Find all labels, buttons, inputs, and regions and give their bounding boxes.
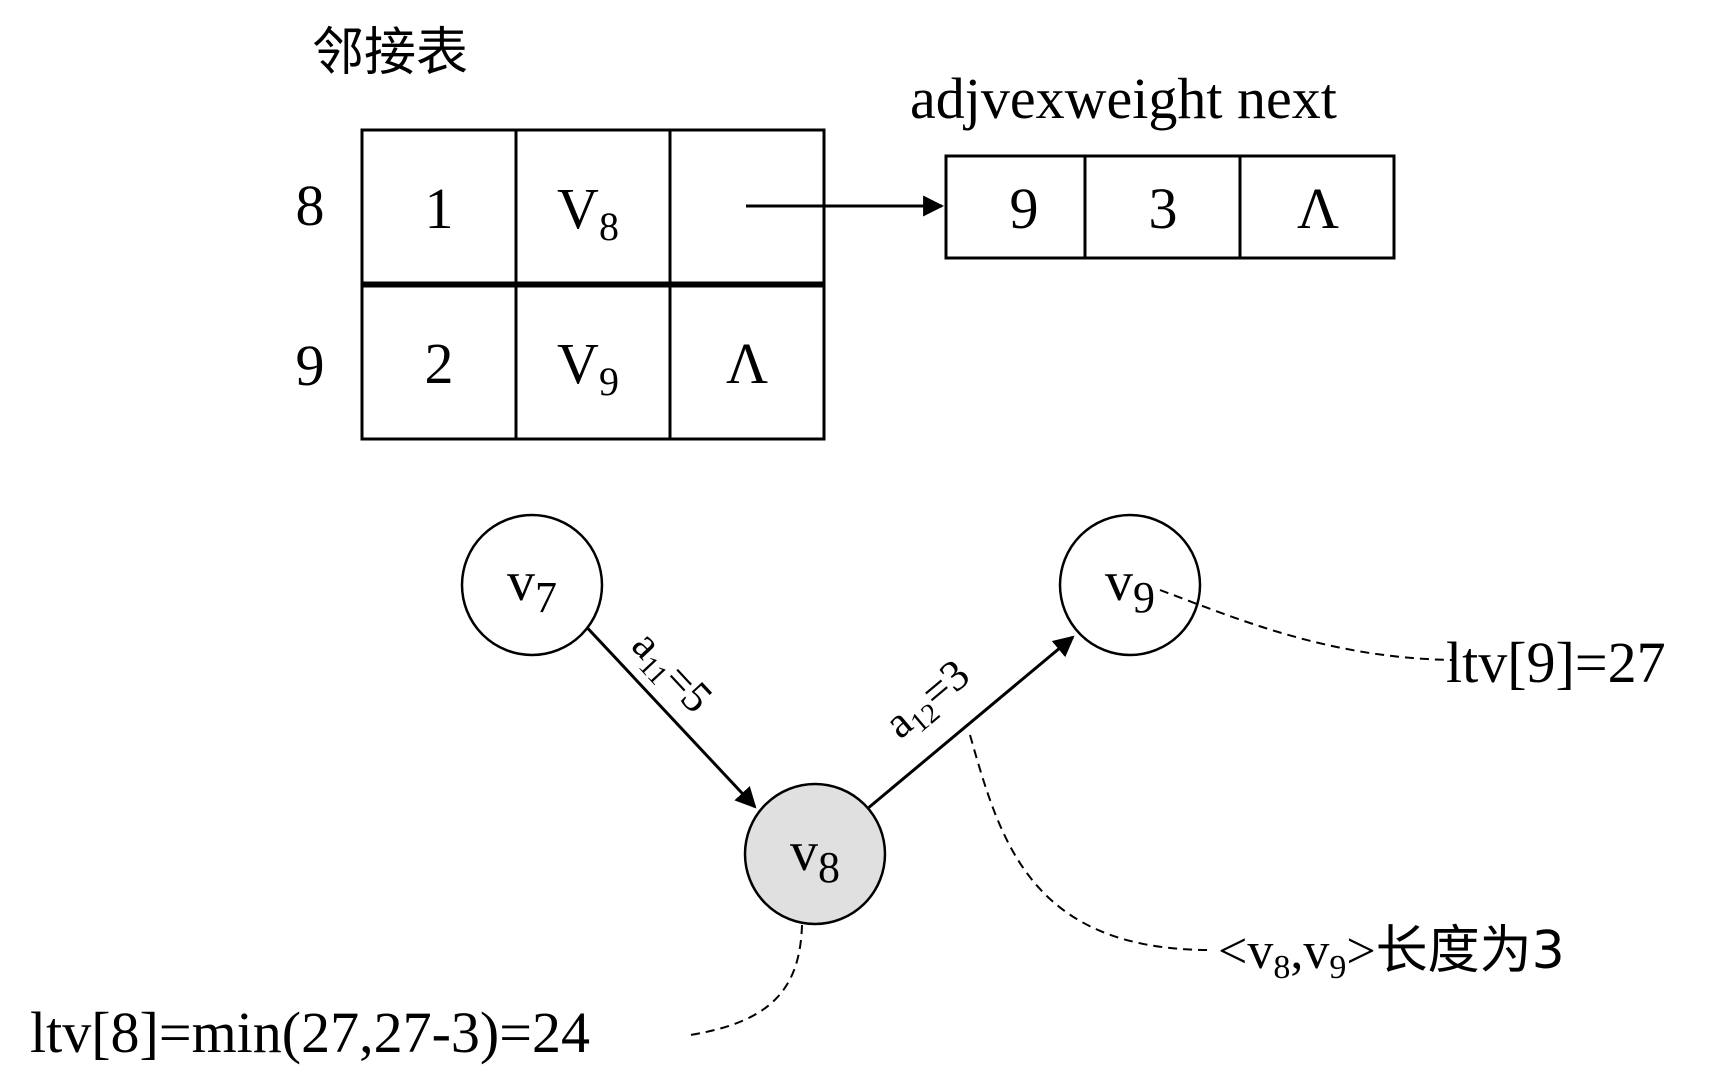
vertex-data-cell bbox=[514, 128, 672, 285]
node-label: v7 bbox=[507, 551, 557, 622]
edge-label-a12: a12=3 bbox=[875, 649, 982, 751]
edge-v8-v9 bbox=[866, 635, 1075, 811]
node-v9: v9 bbox=[1058, 513, 1202, 657]
leader-ltv8 bbox=[689, 924, 803, 1036]
vertex-label: V8 bbox=[557, 176, 619, 249]
vertex-row-index: 9 bbox=[296, 333, 325, 398]
edge-node: 9 3 Λ bbox=[944, 154, 1396, 260]
edge-v7-v8 bbox=[578, 618, 757, 809]
in-degree-cell bbox=[360, 284, 518, 441]
weight-cell bbox=[1083, 154, 1242, 260]
vertex-row-index: 8 bbox=[296, 173, 325, 238]
vertex-letter: V bbox=[557, 331, 599, 396]
vertex-letter: V bbox=[557, 176, 599, 241]
node-circle bbox=[460, 513, 604, 657]
vertex-subscript: 8 bbox=[599, 204, 619, 249]
vertex-data-cell bbox=[514, 284, 672, 441]
graph: a11=5 a12=3 v7 v8 v9 bbox=[460, 513, 1202, 926]
annotation-ltv9: ltv[9]=27 bbox=[1446, 630, 1666, 695]
node-v8: v8 bbox=[743, 782, 887, 926]
adjacency-table-title: 邻接表 bbox=[312, 23, 468, 83]
in-degree-value: 1 bbox=[425, 176, 454, 241]
vertex-label: V9 bbox=[557, 331, 619, 404]
node-circle bbox=[1058, 513, 1202, 657]
leader-edge-length bbox=[969, 734, 1211, 951]
vertex-table: 8 1 V8 9 2 V9 Λ bbox=[296, 128, 826, 441]
node-v7: v7 bbox=[460, 513, 604, 657]
next-value: Λ bbox=[1297, 176, 1339, 241]
in-degree-cell bbox=[360, 128, 518, 285]
weight-value: 3 bbox=[1149, 176, 1178, 241]
first-edge-value: Λ bbox=[726, 331, 768, 396]
adjvex-cell bbox=[944, 154, 1087, 260]
vertex-subscript: 9 bbox=[599, 359, 619, 404]
annotation-edge-length: <v8,v9>长度为3 bbox=[1218, 921, 1565, 986]
node-label: v9 bbox=[1105, 551, 1155, 622]
edge-node-header: adjvexweight next bbox=[910, 66, 1337, 131]
node-circle bbox=[743, 782, 887, 926]
edge-label-a11: a11=5 bbox=[619, 620, 722, 725]
node-label: v8 bbox=[790, 821, 840, 892]
next-cell bbox=[1238, 154, 1396, 260]
annotation-ltv8: ltv[8]=min(27,27-3)=24 bbox=[30, 1000, 590, 1065]
leader-ltv9 bbox=[1159, 589, 1453, 661]
in-degree-value: 2 bbox=[425, 331, 454, 396]
adjvex-value: 9 bbox=[1010, 176, 1039, 241]
first-edge-cell bbox=[668, 284, 826, 441]
